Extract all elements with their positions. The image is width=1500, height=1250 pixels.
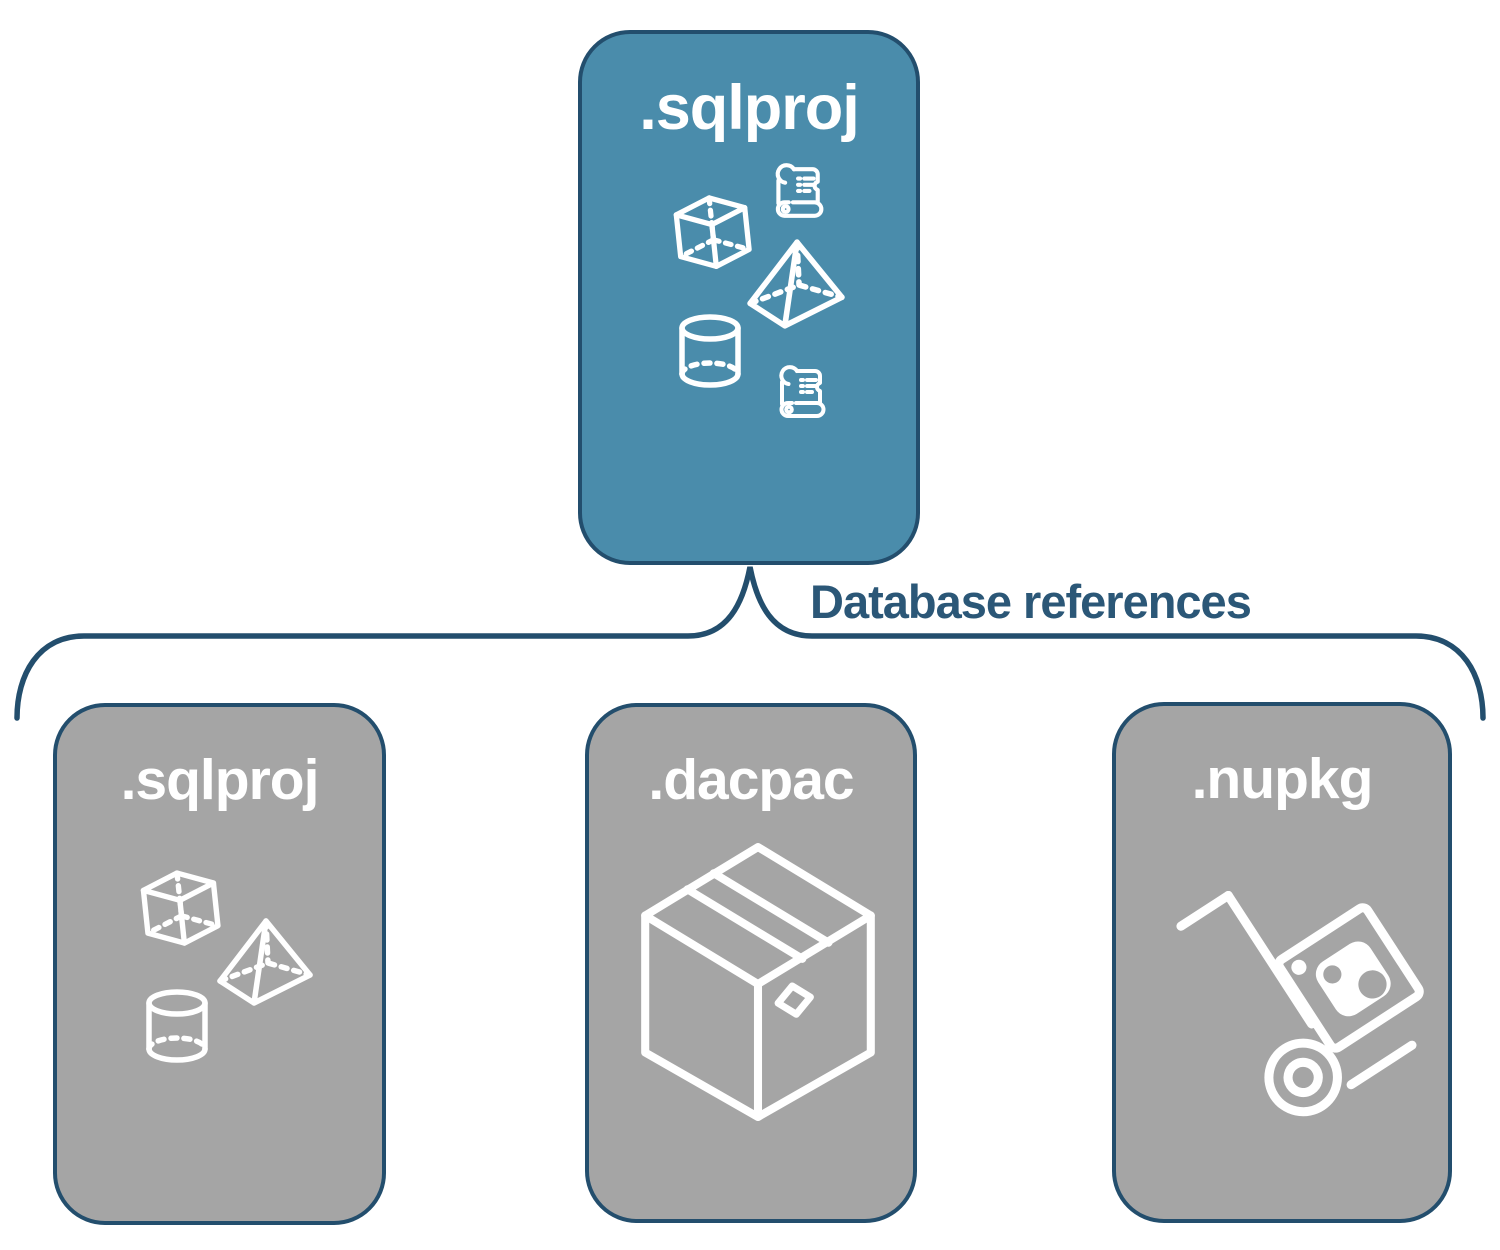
scroll-icon [766,162,826,222]
package-box-icon [637,841,879,1125]
cube-icon [133,863,230,960]
card-title-nupkg: .nupkg [1191,747,1374,811]
brace-connector [14,566,1486,721]
cylinder-icon [675,312,745,390]
card-nupkg: .nupkg [1112,702,1452,1223]
card-sqlproj-main: .sqlproj [578,30,920,565]
card-dacpac: .dacpac [585,703,917,1223]
scroll-icon [770,364,828,422]
cylinder-icon [142,987,212,1065]
pyramid-icon [212,915,316,1007]
card-title-sqlproj-ref: .sqlproj [120,748,320,812]
pyramid-icon [742,236,848,330]
cube-icon [666,188,761,283]
nuget-package-icon [1274,903,1424,1053]
card-sqlproj-ref: .sqlproj [53,703,386,1225]
card-title-dacpac: .dacpac [648,748,854,812]
nuget-logo [1291,941,1391,1017]
connector-label: Database references [810,575,1252,628]
hand-truck-icon [1174,852,1426,1126]
card-title-sqlproj-main: .sqlproj [639,73,860,143]
